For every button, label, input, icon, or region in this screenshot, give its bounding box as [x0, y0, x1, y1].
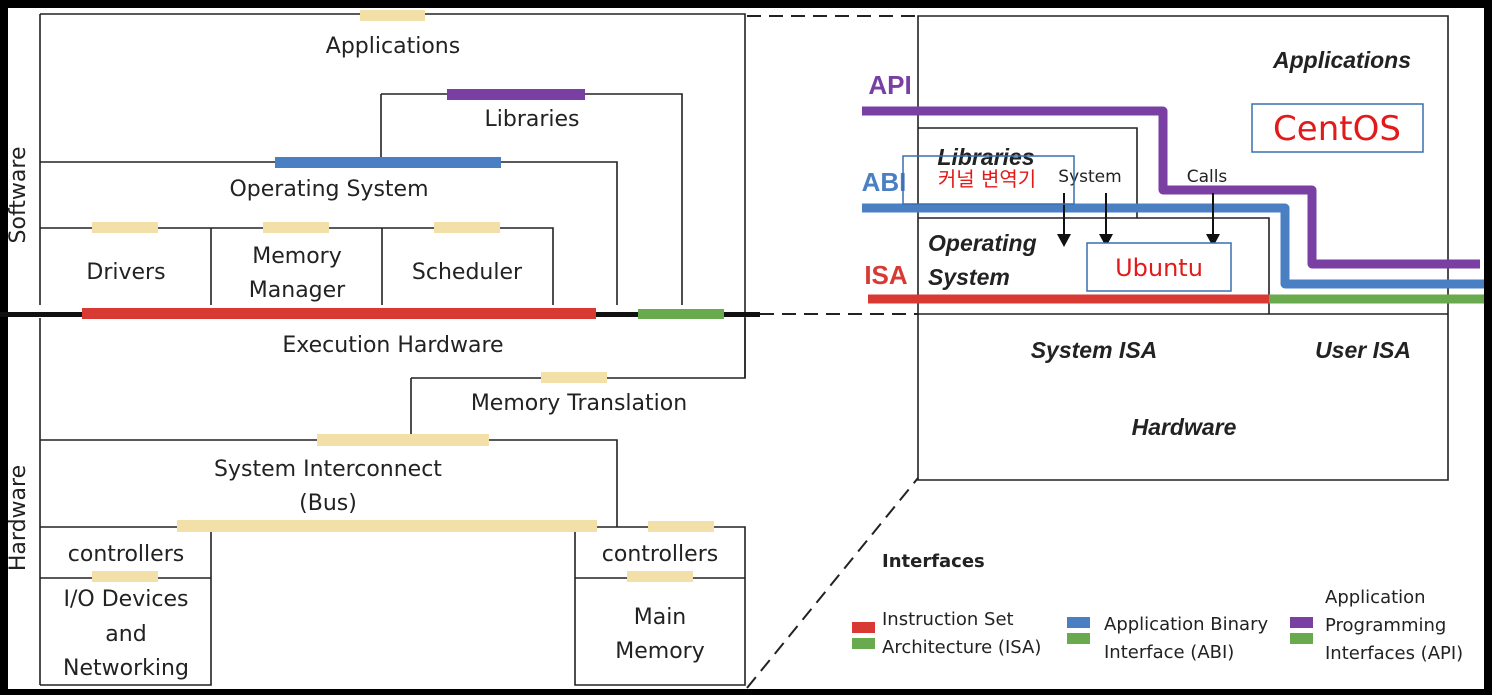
- isa-label: ISA: [864, 260, 908, 290]
- software-side-label: Software: [6, 147, 31, 244]
- operating-system-label: Operating System: [229, 177, 428, 202]
- abi-line: [862, 203, 1484, 289]
- legend-abi-swatch: [1067, 633, 1090, 644]
- interfaces-legend: Interfaces Instruction Set Architecture …: [852, 551, 1463, 664]
- zoom-line-bottom: [746, 477, 919, 689]
- connector: [648, 521, 714, 532]
- scheduler-label: Scheduler: [412, 260, 523, 285]
- legend-api-label: Interfaces (API): [1325, 643, 1463, 664]
- kernel-annotation-box: [902, 155, 1075, 205]
- connector: [92, 222, 158, 233]
- abi-label: ABI: [862, 167, 907, 197]
- io-devices-label: I/O Devices: [64, 587, 189, 612]
- api-label: API: [868, 70, 911, 100]
- connector: [177, 520, 597, 532]
- connector: [263, 222, 329, 233]
- api-line: [862, 106, 1480, 269]
- centos-annotation-box: [1251, 103, 1424, 153]
- legend-isa-label: Architecture (ISA): [882, 637, 1041, 658]
- connector: [92, 571, 158, 582]
- system-interconnect-label: System Interconnect: [214, 457, 442, 482]
- hardware-side-label: Hardware: [6, 465, 31, 571]
- legend-abi-swatch: [1067, 617, 1090, 628]
- legend-isa-swatch: [852, 622, 875, 633]
- connector: [317, 434, 489, 446]
- legend-abi-label: Interface (ABI): [1104, 642, 1234, 663]
- main-memory-label: Memory: [615, 639, 704, 664]
- legend-api-swatch: [1290, 633, 1313, 644]
- connector: [541, 372, 607, 383]
- legend-isa-swatch: [852, 638, 875, 649]
- memory-translation-label: Memory Translation: [471, 391, 687, 416]
- right-architecture: Applications Libraries Operating System …: [862, 15, 1484, 481]
- system-call-arrows: [1057, 193, 1220, 247]
- ubuntu-annotation: Ubuntu: [1115, 254, 1203, 282]
- calls-word-label: Calls: [1187, 167, 1228, 187]
- memory-manager-label: Memory: [252, 244, 341, 269]
- drivers-label: Drivers: [86, 260, 165, 285]
- libraries-label-right: Libraries: [937, 144, 1034, 170]
- applications-label: Applications: [326, 34, 460, 59]
- isa-bar-left: [82, 308, 596, 319]
- user-isa-bar-left: [638, 309, 724, 319]
- connector: [627, 571, 693, 582]
- applications-label-right: Applications: [1272, 47, 1411, 73]
- ubuntu-annotation-box: [1086, 242, 1232, 292]
- io-devices-label: Networking: [63, 656, 189, 681]
- connector: [434, 222, 500, 233]
- system-interconnect-label: (Bus): [299, 491, 357, 516]
- api-bar-left: [447, 89, 585, 100]
- operating-system-label-right: System: [928, 264, 1010, 290]
- legend-abi-label: Application Binary: [1104, 614, 1268, 635]
- libraries-label: Libraries: [484, 107, 579, 132]
- operating-system-label-right: Operating: [928, 230, 1037, 256]
- execution-hardware-label: Execution Hardware: [282, 333, 503, 358]
- legend-api-label: Programming: [1325, 615, 1446, 636]
- left-architecture: Software Hardware Applications Libraries…: [0, 10, 760, 686]
- user-isa-label: User ISA: [1315, 337, 1411, 363]
- memory-manager-label: Manager: [249, 278, 346, 303]
- centos-annotation: CentOS: [1273, 109, 1401, 149]
- legend-title: Interfaces: [882, 551, 985, 572]
- io-devices-label: and: [105, 622, 146, 647]
- controllers-left-label: controllers: [68, 542, 184, 567]
- abi-bar-left: [275, 157, 501, 168]
- kernel-annotation: 커널 변역기: [938, 167, 1036, 191]
- controllers-right-label: controllers: [602, 542, 718, 567]
- connector: [360, 10, 425, 21]
- system-isa-label: System ISA: [1031, 337, 1158, 363]
- main-memory-label: Main: [634, 605, 687, 630]
- system-word-label: System: [1058, 167, 1121, 187]
- legend-isa-label: Instruction Set: [882, 609, 1014, 630]
- legend-api-swatch: [1290, 617, 1313, 628]
- hardware-label-right: Hardware: [1132, 414, 1237, 440]
- legend-api-label: Application: [1325, 587, 1426, 608]
